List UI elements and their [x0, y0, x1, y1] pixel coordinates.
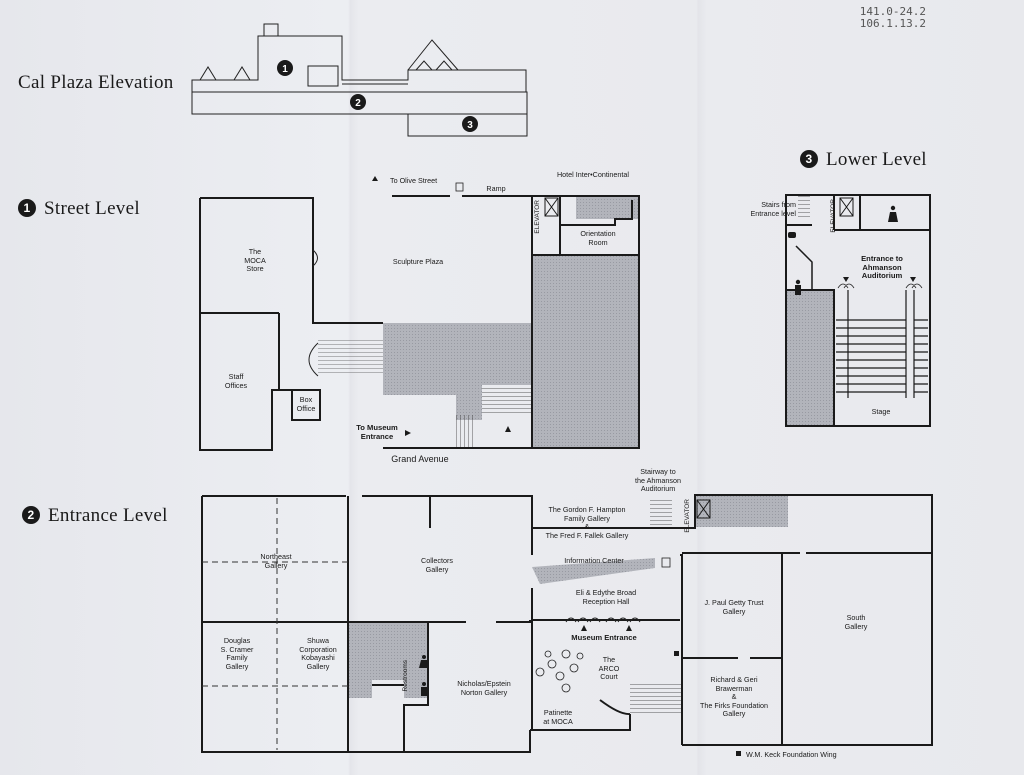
museum-entrance-label: Museum Entrance: [571, 633, 637, 642]
street-level-number: 1: [18, 199, 36, 217]
patinette-label: Patinette at MOCA: [543, 708, 573, 726]
svg-text:2: 2: [355, 98, 361, 109]
entrance-level-plan: [201, 494, 933, 756]
hampton-fallek-gallery-label: The Gordon F. Hampton Family Gallery & T…: [545, 505, 629, 540]
orientation-room-label: Orientation Room: [580, 229, 616, 247]
ramp-label: Ramp: [486, 184, 506, 193]
street-level-plan: [199, 176, 640, 451]
accession-annotation: 141.0-24.2 106.1.13.2: [859, 5, 926, 30]
entrance-level-number: 2: [22, 506, 40, 524]
marker-3: [462, 116, 478, 132]
staff-offices-label: Staff Offices: [224, 372, 248, 390]
stairs-from-entrance-label: Stairs from Entrance level: [750, 200, 796, 218]
stairway-ahmanson-label: Stairway to the Ahmanson Auditorium: [635, 467, 681, 493]
cramer-gallery-label: Douglas S. Cramer Family Gallery: [220, 636, 254, 671]
lower-elevator-label: ELEVATOR: [830, 199, 837, 233]
arco-court-label: The ARCO Court: [598, 655, 620, 681]
nicholas-epstein-gallery-label: Nicholas/Epstein Norton Gallery: [457, 679, 511, 697]
getty-gallery-label: J. Paul Getty Trust Gallery: [704, 598, 764, 616]
brawerman-firks-gallery-label: Richard & Geri Brawerman & The Firks Fou…: [700, 675, 768, 718]
court-tables: [535, 649, 584, 693]
northeast-gallery-label: Northeast Gallery: [260, 552, 292, 570]
sculpture-plaza-label: Sculpture Plaza: [392, 257, 444, 266]
entrance-elevator-label: ELEVATOR: [684, 499, 691, 533]
svg-text:1: 1: [282, 64, 288, 75]
ahmanson-entrance-label: Entrance to Ahmanson Auditorium: [861, 254, 903, 280]
broad-reception-hall-label: Eli & Edythe Broad Reception Hall: [575, 588, 637, 606]
marker-2: [350, 94, 366, 110]
shuwa-gallery-label: Shuwa Corporation Kobayashi Gallery: [299, 636, 337, 671]
marker-1: [277, 60, 293, 76]
svg-text:3: 3: [467, 120, 473, 131]
moca-store-label: The MOCA Store: [244, 247, 266, 273]
elevation-markers: 1 2 3: [277, 60, 478, 132]
grand-avenue-label: Grand Avenue: [391, 454, 449, 464]
restrooms-label: Restrooms: [402, 660, 409, 692]
to-museum-entrance-label: To Museum Entrance: [356, 423, 398, 441]
south-gallery-label: South Gallery: [844, 613, 868, 631]
collectors-gallery-label: Collectors Gallery: [421, 556, 453, 574]
lower-level-number: 3: [800, 150, 818, 168]
lower-level-plan: [785, 194, 931, 427]
information-center-label: Information Center: [564, 556, 624, 565]
elevation-title: Cal Plaza Elevation: [18, 72, 174, 93]
elevation-diagram: [191, 23, 528, 137]
olive-street-label: To Olive Street: [390, 176, 438, 185]
hotel-label: Hotel Inter•Continental: [556, 170, 630, 179]
stage-label: Stage: [871, 407, 891, 416]
keck-wing-label: W.M. Keck Foundation Wing: [746, 750, 837, 759]
street-elevator-label: ELEVATOR: [534, 200, 541, 234]
box-office-label: Box Office: [296, 395, 316, 413]
